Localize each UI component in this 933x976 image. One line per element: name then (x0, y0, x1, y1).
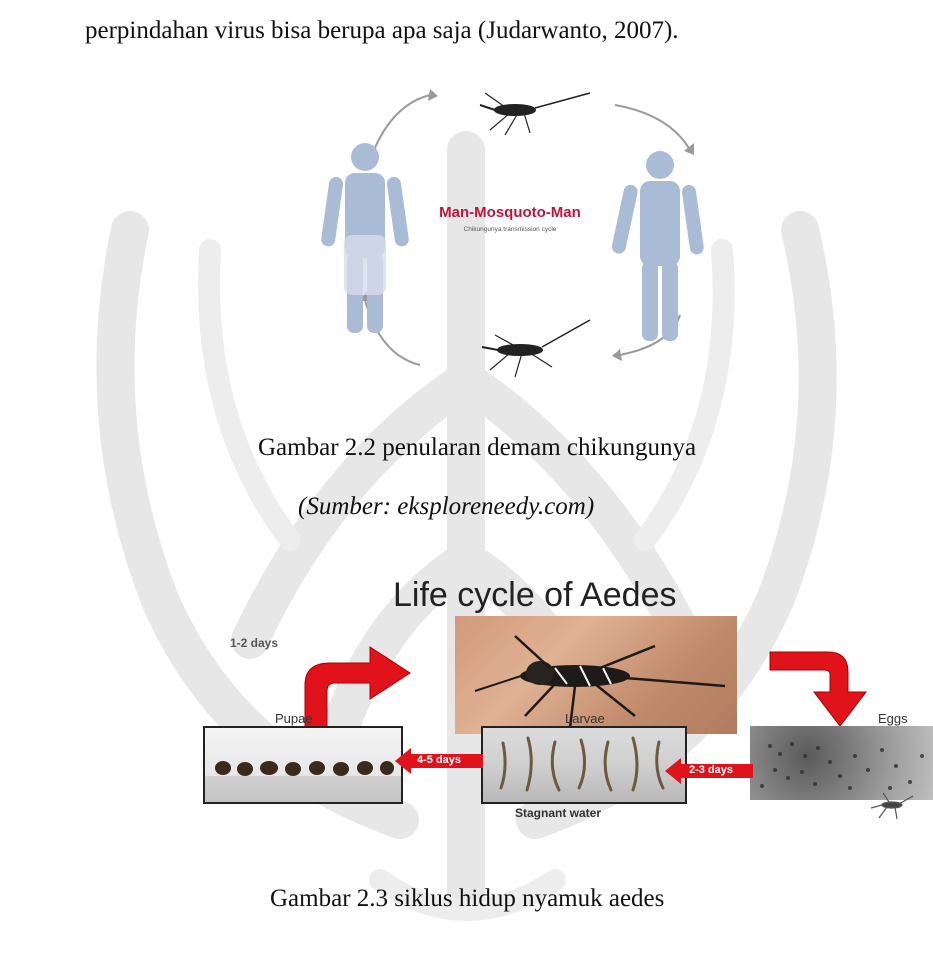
eggs-to-larvae-label: 2-3 days (689, 764, 733, 776)
mosquito-top-icon (480, 93, 590, 135)
figure2-caption: Gambar 2.3 siklus hidup nyamuk aedes (270, 885, 664, 913)
larvae-label: Larvae (565, 711, 605, 726)
small-mosquito-icon (867, 790, 917, 820)
larvae-to-pupae-label: 4-5 days (417, 754, 461, 766)
stagnant-water-label: Stagnant water (515, 806, 601, 820)
transmission-cycle-diagram: Man-Mosquoto-Man Chikungunya transmissio… (290, 85, 730, 390)
pupae-photo (203, 726, 403, 804)
human-left-icon (320, 143, 409, 333)
larvae-photo (481, 726, 687, 804)
figure1-caption: Gambar 2.2 penularan demam chikungunya (258, 434, 696, 462)
mosquito-bottom-icon (482, 320, 590, 377)
figure1-source: (Sumber: eksploreneedy.com) (298, 493, 594, 521)
top-days-label: 1-2 days (230, 636, 278, 650)
life-cycle-title: Life cycle of Aedes (393, 576, 677, 615)
human-right-icon (611, 151, 705, 341)
eggs-photo (750, 726, 933, 800)
eggs-label: Eggs (878, 711, 908, 726)
figure-transmission-cycle: Man-Mosquoto-Man Chikungunya transmissio… (290, 85, 730, 390)
figure-life-cycle: Life cycle of Aedes 1-2 days (195, 570, 933, 815)
cycle-title: Man-Mosquoto-Man (439, 204, 581, 221)
adult-to-eggs-arrow (768, 650, 888, 730)
paragraph-line: perpindahan virus bisa berupa apa saja (… (85, 17, 679, 45)
pupae-label: Pupae (275, 711, 313, 726)
cycle-subtitle: Chikungunya transmission cycle (464, 226, 557, 233)
